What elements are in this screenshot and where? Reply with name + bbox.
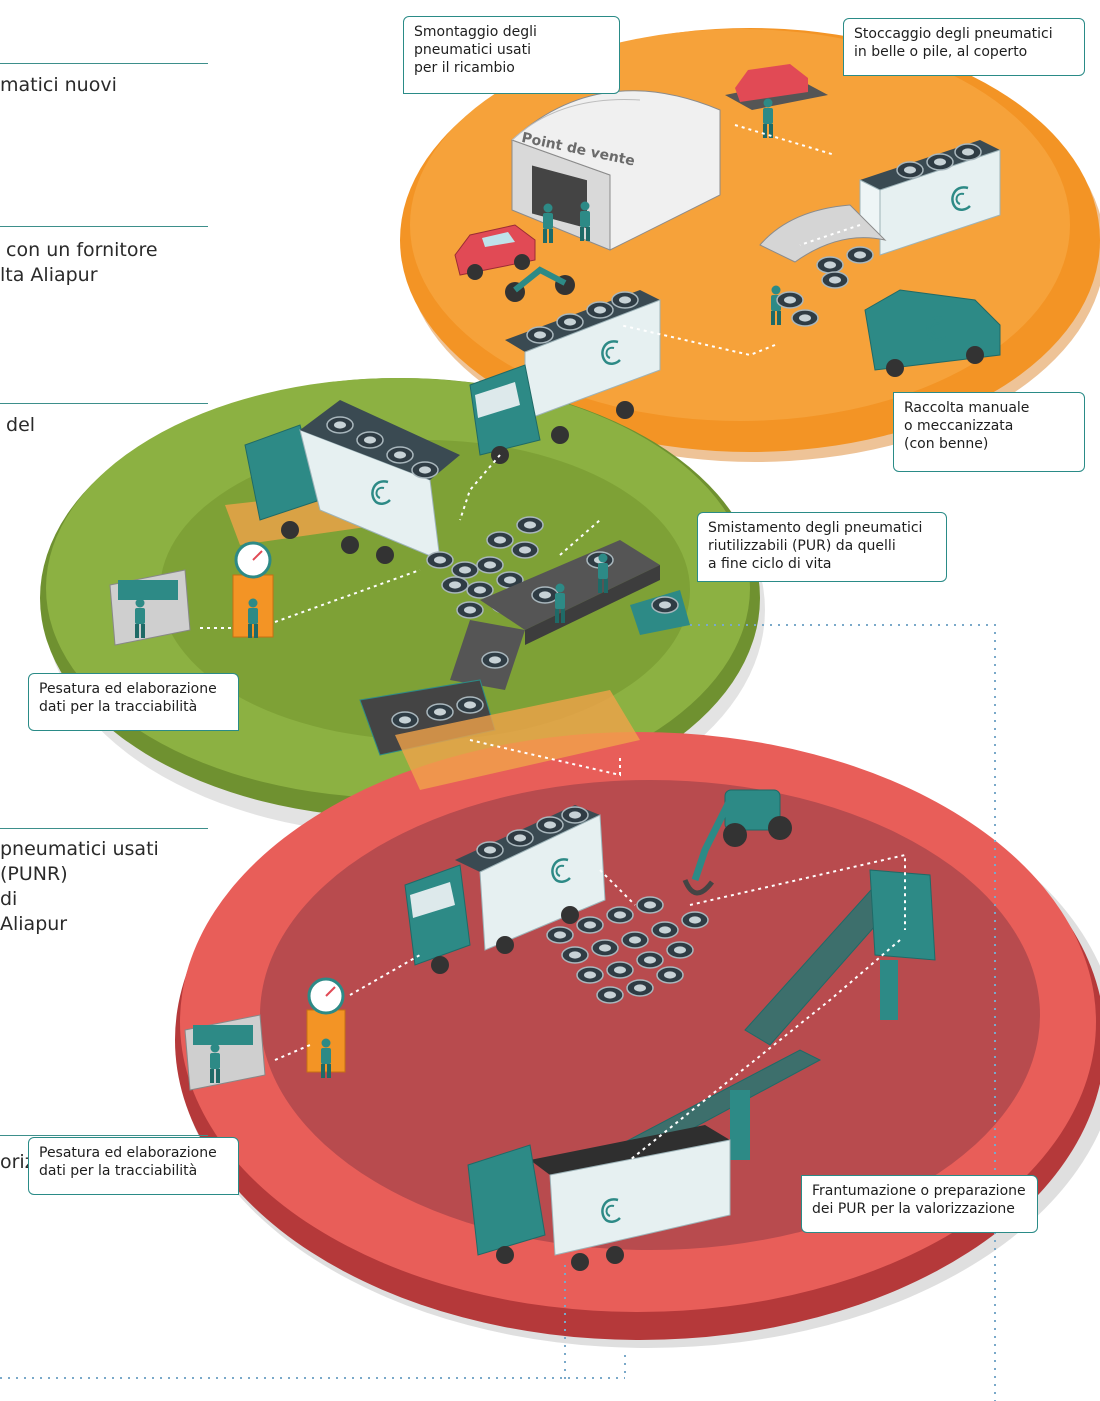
- divider-rule: [0, 1135, 208, 1136]
- cart-icon: [630, 590, 690, 635]
- divider-rule: [0, 828, 208, 829]
- callout-raccolta: Raccolta manuale o meccanizzata (con ben…: [893, 392, 1085, 472]
- divider-rule: [0, 63, 208, 64]
- callout-pesatura-2: Pesatura ed elaborazione dati per la tra…: [28, 1137, 239, 1195]
- side-step-3-text: del: [0, 414, 36, 436]
- van-icon: [864, 289, 1001, 377]
- control-desk-icon: [109, 569, 191, 646]
- motorcycle-icon: [505, 266, 575, 302]
- chip-truck: [467, 1125, 731, 1271]
- truck-icon: [469, 290, 661, 464]
- dump-truck: [225, 400, 460, 564]
- grab-crane-icon: [682, 789, 792, 896]
- callout-smistamento: Smistamento degli pneumatici riutilizzab…: [697, 512, 947, 582]
- callout-stoccaggio: Stoccaggio degli pneumatici in belle o p…: [843, 18, 1085, 76]
- scale-dial-icon: [232, 541, 274, 638]
- callout-pesatura-1: Pesatura ed elaborazione dati per la tra…: [28, 673, 239, 731]
- sorting-conveyor: [359, 540, 660, 756]
- divider-rule: [0, 403, 208, 404]
- car-icon: [454, 224, 536, 280]
- truck-icon: [395, 690, 640, 974]
- external-dotted-links: [0, 624, 996, 1401]
- shop-building: Point de vente: [511, 90, 721, 251]
- flow-paths: [200, 124, 906, 1161]
- tyre-shelter: [759, 204, 887, 327]
- car-on-lift-icon: [725, 64, 828, 110]
- side-step-1-text: matici nuovi: [0, 74, 117, 96]
- callout-smontaggio: Smontaggio degli pneumatici usati per il…: [403, 16, 620, 94]
- divider-rule: [0, 226, 208, 227]
- side-step-4-text: pneumatici usati (PUNR) di Aliapur: [0, 838, 159, 935]
- control-desk-icon: [184, 1014, 266, 1091]
- side-step-2-text: con un fornitore lta Aliapur: [0, 239, 158, 286]
- callout-frantumazione: Frantumazione o preparazione dei PUR per…: [801, 1175, 1038, 1233]
